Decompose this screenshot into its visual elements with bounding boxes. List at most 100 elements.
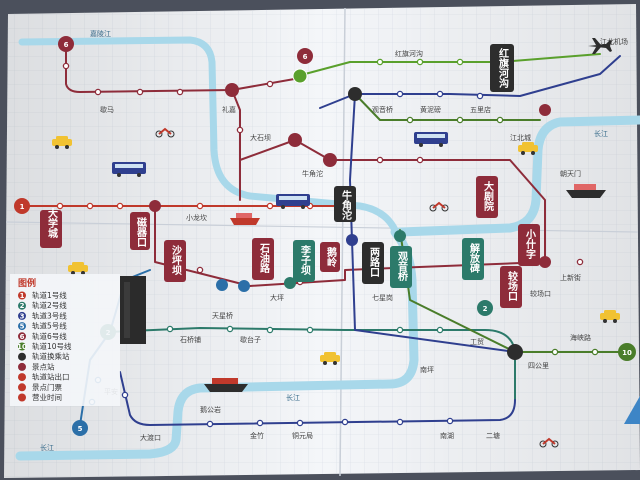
line-6-west <box>65 47 301 93</box>
svg-text:沙坪坝: 沙坪坝 <box>170 245 182 276</box>
sign-jiaochangkou[interactable]: 较场口 <box>500 266 522 308</box>
station-dot[interactable] <box>266 202 274 210</box>
legend-label: 轨道2号线 <box>32 300 67 310</box>
transfer-station[interactable] <box>539 104 551 116</box>
transfer-station[interactable] <box>149 200 161 212</box>
station-dot[interactable] <box>341 418 349 426</box>
station-dot[interactable] <box>576 258 584 266</box>
station-label: 江北机场 <box>600 37 628 46</box>
station-dot[interactable] <box>266 80 274 88</box>
compass-triangle <box>624 396 640 424</box>
line-badge-6-east[interactable]: 6 <box>297 48 313 64</box>
bus-icon <box>276 194 310 209</box>
legend-mark: 3 <box>20 312 25 320</box>
station-dot[interactable] <box>416 156 424 164</box>
station-dot[interactable] <box>196 266 204 274</box>
river-label-yangtze-2: 长江 <box>286 393 300 402</box>
sign-guanyinqiao[interactable]: 观音桥 <box>390 246 412 288</box>
station-dot[interactable] <box>376 156 384 164</box>
station-dot[interactable] <box>121 391 129 399</box>
station-dot[interactable] <box>436 326 444 334</box>
legend-mark: 6 <box>20 333 25 341</box>
station-dot[interactable] <box>456 58 464 66</box>
transfer-station[interactable] <box>216 279 228 291</box>
station-label: 歇台子 <box>240 335 261 344</box>
sign-shiyoulu[interactable]: 石油路 <box>252 238 274 280</box>
station-dot[interactable] <box>116 202 124 210</box>
transfer-station[interactable] <box>225 83 239 97</box>
sign-eling[interactable]: 鹅岭 <box>320 242 340 272</box>
sign-shapingba[interactable]: 沙坪坝 <box>164 240 186 282</box>
station-label: 歇马 <box>100 105 114 114</box>
station-dot[interactable] <box>236 126 244 134</box>
line-badge-10[interactable]: 10 <box>618 343 636 361</box>
station-dot[interactable] <box>206 420 214 428</box>
sign-lianglukou[interactable]: 两路口 <box>362 242 384 284</box>
station-dot[interactable] <box>456 116 464 124</box>
line-badge-1[interactable]: 1 <box>14 198 30 214</box>
station-dot[interactable] <box>166 325 174 333</box>
station-dot[interactable] <box>296 419 304 427</box>
sign-daxuecheng[interactable]: 大学城 <box>40 207 62 248</box>
station-dot[interactable] <box>136 88 144 96</box>
legend-label: 轨道3号线 <box>32 310 67 320</box>
legend-item: 6 轨道6号线 <box>18 331 67 341</box>
station-dot[interactable] <box>591 348 599 356</box>
station-dot[interactable] <box>396 418 404 426</box>
station-dot[interactable] <box>436 90 444 98</box>
sign-hongqihegou[interactable]: 红旗河沟 <box>490 44 514 92</box>
transfer-station[interactable] <box>348 87 362 101</box>
station-dot[interactable] <box>476 92 484 100</box>
legend-label: 景点门票 <box>32 383 62 392</box>
station-dot[interactable] <box>86 202 94 210</box>
station-dot[interactable] <box>226 325 234 333</box>
sign-liziba[interactable]: 李子坝 <box>293 240 315 282</box>
station-dot[interactable] <box>62 62 70 70</box>
station-dot[interactable] <box>396 90 404 98</box>
transfer-station[interactable] <box>238 280 250 292</box>
station-label: 较场口 <box>530 289 551 298</box>
svg-text:小什字: 小什字 <box>524 228 537 260</box>
legend-label: 营业时间 <box>32 392 62 402</box>
transfer-station[interactable] <box>292 68 308 84</box>
station-dot[interactable] <box>56 202 64 210</box>
station-label: 小龙坎 <box>186 213 207 222</box>
station-dot[interactable] <box>446 417 454 425</box>
station-dot[interactable] <box>551 348 559 356</box>
transfer-station[interactable] <box>284 277 296 289</box>
svg-text:大剧院: 大剧院 <box>482 180 494 212</box>
line-badge-6-west[interactable]: 6 <box>58 36 74 52</box>
station-dot[interactable] <box>396 326 404 334</box>
transfer-station[interactable] <box>539 256 551 268</box>
transfer-station[interactable] <box>507 344 523 360</box>
legend-mark: 1 <box>20 292 25 300</box>
station-dot[interactable] <box>94 88 102 96</box>
station-dot[interactable] <box>256 419 264 427</box>
station-dot[interactable] <box>376 58 384 66</box>
svg-text:石油路: 石油路 <box>258 243 271 274</box>
transfer-station[interactable] <box>288 133 302 147</box>
station-dot[interactable] <box>306 326 314 334</box>
station-dot[interactable] <box>406 116 414 124</box>
sign-cqk[interactable]: 磁器口 <box>130 212 150 250</box>
bus-icon <box>112 162 146 177</box>
station-dot[interactable] <box>496 116 504 124</box>
station-label: 黄泥磅 <box>420 105 441 114</box>
sign-dajuyuan[interactable]: 大剧院 <box>476 176 498 218</box>
transfer-station[interactable] <box>394 230 406 242</box>
station-dot[interactable] <box>266 326 274 334</box>
station-dot[interactable] <box>196 202 204 210</box>
sign-niujiaotuo[interactable]: 牛角沱 <box>334 186 356 222</box>
sign-jiefangbei[interactable]: 解放碑 <box>462 238 484 280</box>
transfer-station[interactable] <box>323 153 337 167</box>
legend-item: 景点门票 <box>18 383 62 392</box>
legend-label: 轨道6号线 <box>32 331 67 341</box>
line-badge-2-east[interactable]: 2 <box>477 300 493 316</box>
station-dot[interactable] <box>416 58 424 66</box>
sign-xiaoshizi[interactable]: 小什字 <box>518 224 540 266</box>
line-badge-5[interactable]: 5 <box>72 420 88 436</box>
station-dot[interactable] <box>176 88 184 96</box>
station-label: 南湖 <box>440 431 454 440</box>
transfer-station[interactable] <box>346 234 358 246</box>
